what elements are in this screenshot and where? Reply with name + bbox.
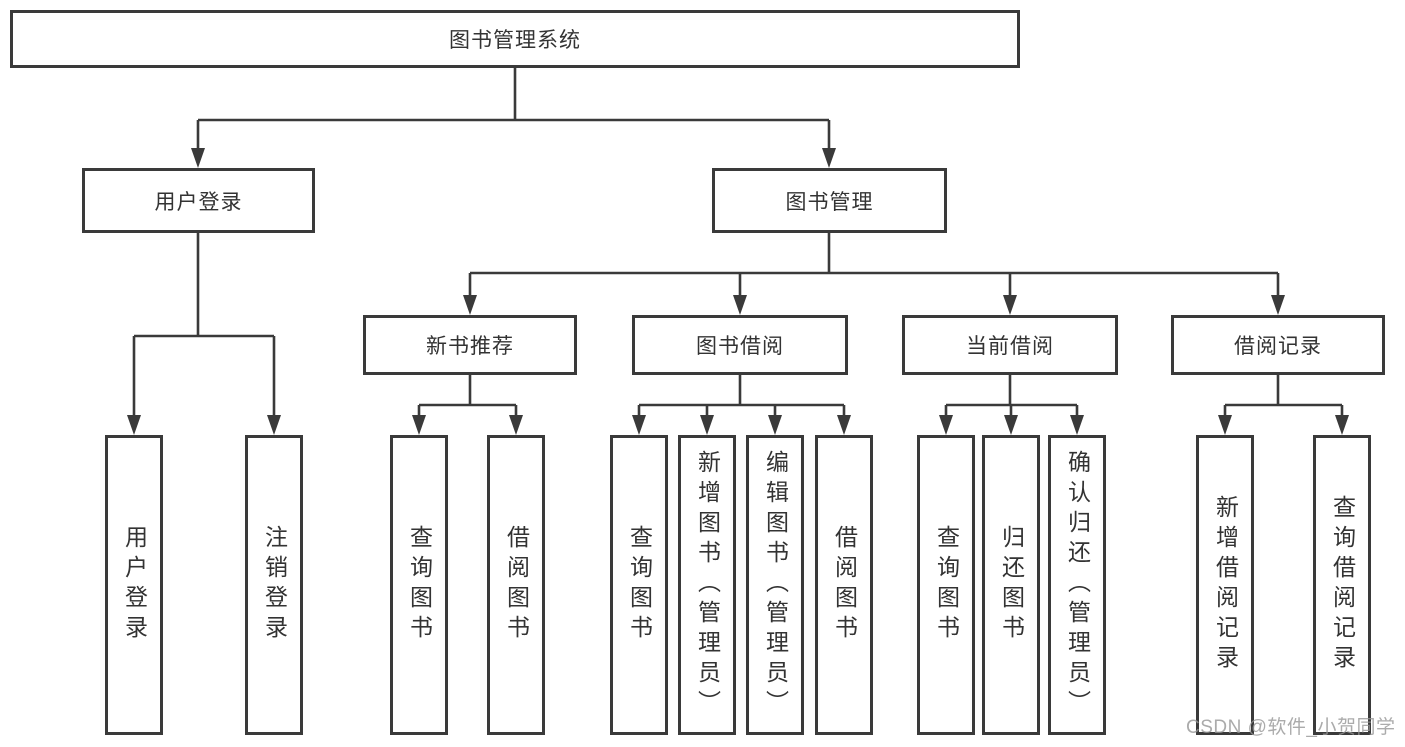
leaf-logout-label: 注销登录 [261, 525, 288, 645]
leaf-current-confirm-return-admin: 确认归还（管理员） [1048, 435, 1106, 735]
leaf-current-query-books: 查询图书 [917, 435, 975, 735]
leaf-borrowing-add-books-admin-label: 新增图书（管理员） [694, 450, 721, 720]
leaf-recommend-borrow-books: 借阅图书 [487, 435, 545, 735]
leaf-records-add-record: 新增借阅记录 [1196, 435, 1254, 735]
node-book-management: 图书管理 [712, 168, 947, 233]
leaf-recommend-query-books: 查询图书 [390, 435, 448, 735]
leaf-current-confirm-return-admin-label: 确认归还（管理员） [1064, 450, 1091, 720]
leaf-borrowing-edit-books-admin-label: 编辑图书（管理员） [762, 450, 789, 720]
leaf-records-query-record-label: 查询借阅记录 [1329, 495, 1356, 675]
leaf-current-query-books-label: 查询图书 [933, 525, 960, 645]
leaf-current-return-books: 归还图书 [982, 435, 1040, 735]
node-current-borrowing: 当前借阅 [902, 315, 1118, 375]
node-library-system: 图书管理系统 [10, 10, 1020, 68]
node-user-login-label: 用户登录 [154, 190, 243, 214]
node-library-system-label: 图书管理系统 [449, 29, 581, 52]
leaf-user-login: 用户登录 [105, 435, 163, 735]
leaf-borrowing-query-books-label: 查询图书 [626, 525, 653, 645]
leaf-current-return-books-label: 归还图书 [998, 525, 1025, 645]
node-borrow-records: 借阅记录 [1171, 315, 1385, 375]
node-book-management-label: 图书管理 [785, 190, 874, 214]
leaf-user-login-label: 用户登录 [121, 525, 148, 645]
node-user-login: 用户登录 [82, 168, 315, 233]
leaf-records-query-record: 查询借阅记录 [1313, 435, 1371, 735]
node-current-borrowing-label: 当前借阅 [966, 335, 1054, 358]
node-new-book-recommend: 新书推荐 [363, 315, 577, 375]
leaf-borrowing-query-books: 查询图书 [610, 435, 668, 735]
csdn-watermark: CSDN @软件_小贺同学 [1186, 717, 1396, 738]
leaf-recommend-query-books-label: 查询图书 [406, 525, 433, 645]
node-book-borrowing-label: 图书借阅 [696, 335, 784, 358]
leaf-records-add-record-label: 新增借阅记录 [1212, 495, 1239, 675]
leaf-borrowing-add-books-admin: 新增图书（管理员） [678, 435, 736, 735]
node-new-book-recommend-label: 新书推荐 [426, 335, 514, 358]
leaf-recommend-borrow-books-label: 借阅图书 [503, 525, 530, 645]
leaf-borrowing-borrow-books-label: 借阅图书 [831, 525, 858, 645]
arrowheads [127, 148, 1349, 435]
node-borrow-records-label: 借阅记录 [1234, 335, 1322, 358]
node-book-borrowing: 图书借阅 [632, 315, 848, 375]
leaf-borrowing-edit-books-admin: 编辑图书（管理员） [746, 435, 804, 735]
leaf-borrowing-borrow-books: 借阅图书 [815, 435, 873, 735]
leaf-logout: 注销登录 [245, 435, 303, 735]
